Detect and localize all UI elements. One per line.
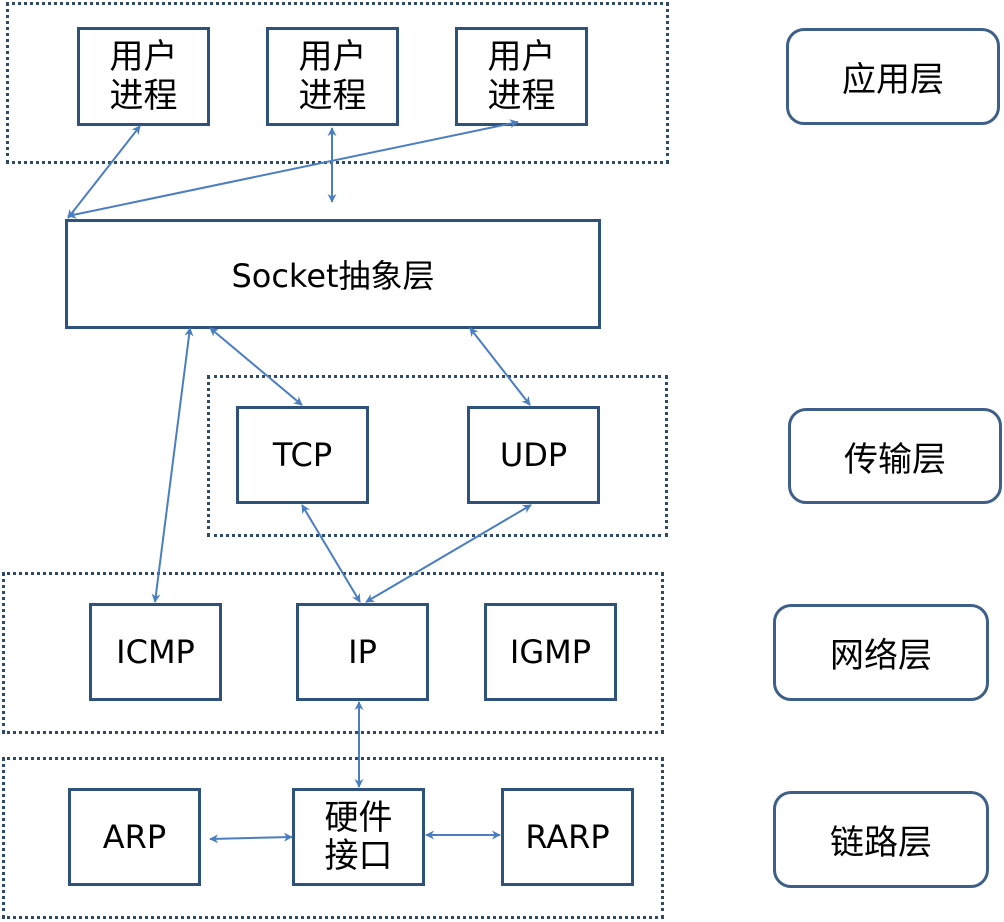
hardware-interface-line1: 硬件 [324,797,393,838]
transport-layer-label: 传输层 [788,408,1002,504]
user-process-1-line2: 进程 [109,75,178,116]
application-layer-label: 应用层 [786,28,1000,125]
link-layer-label: 链路层 [773,791,989,888]
link-group [2,757,664,919]
application-layer-text: 应用层 [842,60,944,100]
transport-layer-text: 传输层 [844,439,946,480]
user-process-2-line1: 用户 [298,37,367,78]
network-layer-text: 网络层 [830,636,932,676]
udp-box: UDP [467,406,600,504]
network-layer-label: 网络层 [773,604,989,701]
ip-label: IP [348,633,377,671]
igmp-label: IGMP [509,633,592,671]
user-process-1-line1: 用户 [109,37,178,78]
arrow-udp-ip [365,504,532,603]
rarp-box: RARP [501,788,634,886]
arrow-socket-udp [469,327,531,406]
hardware-interface-box: 硬件接口 [292,788,425,886]
arp-box: ARP [68,788,201,886]
igmp-box: IGMP [484,603,617,701]
arrow-process3-socket [67,119,519,219]
ip-box: IP [296,603,429,701]
user-process-1: 用户进程 [77,27,210,126]
user-process-3-line1: 用户 [487,37,556,78]
user-process-2-line2: 进程 [298,75,367,116]
hardware-interface-line2: 接口 [324,836,393,876]
tcp-box: TCP [236,406,369,504]
tcp-label: TCP [272,436,333,474]
arrow-socket-icmp [151,327,194,603]
arrow-tcp-ip [301,504,361,603]
socket-layer-label: Socket抽象层 [231,257,435,295]
socket-layer-box: Socket抽象层 [65,219,601,329]
icmp-label: ICMP [116,633,195,671]
user-process-2: 用户进程 [266,27,399,126]
icmp-box: ICMP [89,603,222,701]
user-process-3: 用户进程 [455,27,588,126]
user-process-3-line2: 进程 [487,75,556,116]
arrow-socket-tcp [209,327,303,406]
rarp-label: RARP [525,818,610,856]
arrow-arp-hardware [209,832,293,844]
arp-label: ARP [102,818,167,856]
udp-label: UDP [499,436,568,474]
link-layer-text: 链路层 [830,823,932,863]
